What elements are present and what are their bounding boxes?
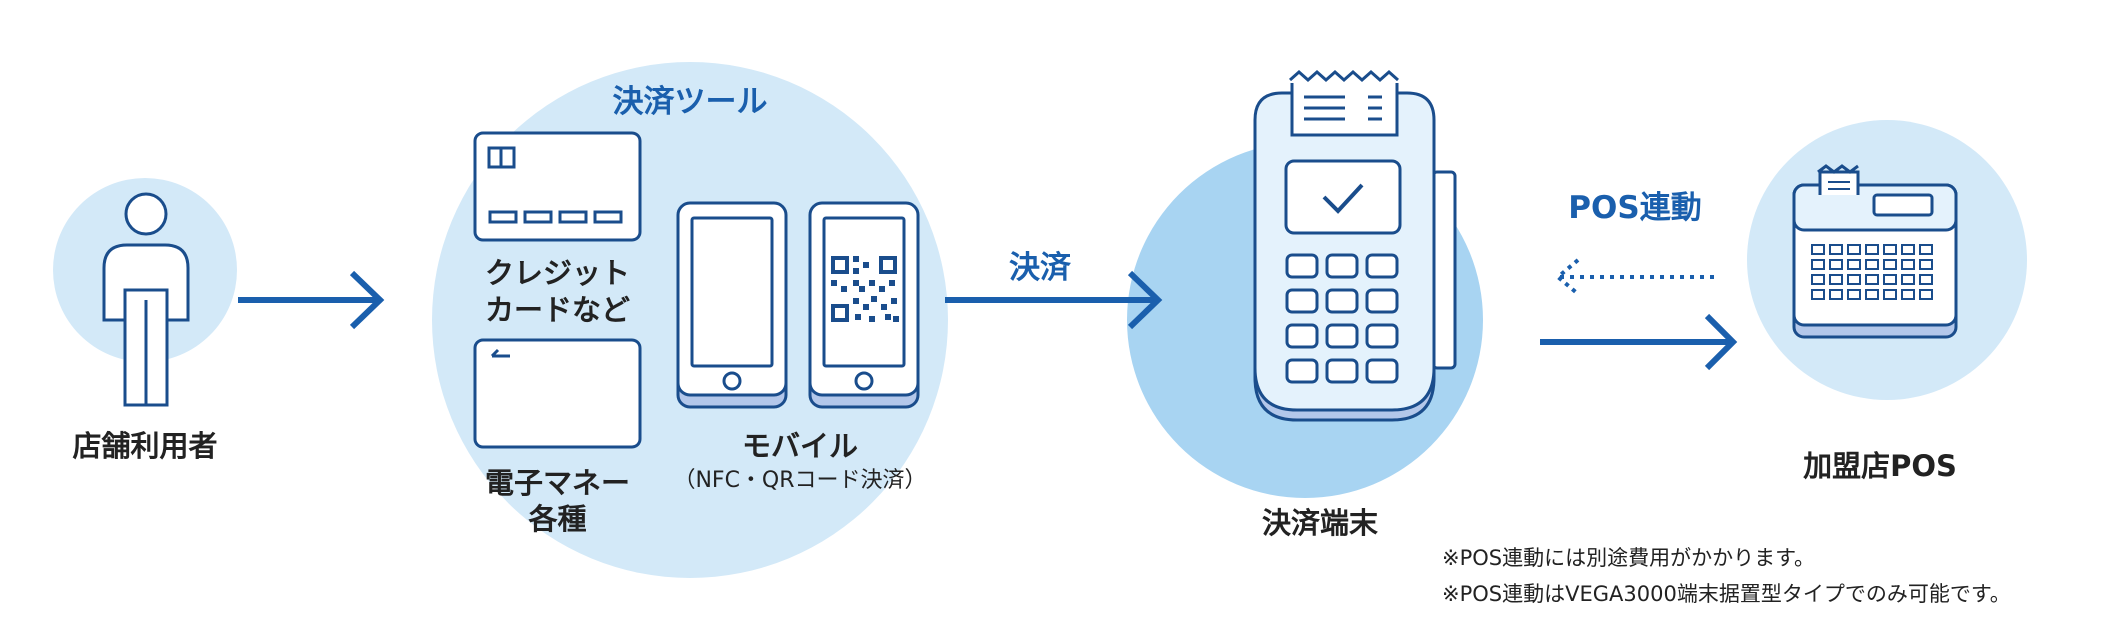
emoney-label-line1: 電子マネー <box>484 466 630 500</box>
qr-code-icon <box>831 256 899 322</box>
credit-card-label-line2: カードなど <box>484 293 630 327</box>
payment-terminal-icon <box>1253 69 1457 422</box>
credit-card-label-line1: クレジット <box>484 256 630 290</box>
emoney-card-icon <box>473 338 642 449</box>
arrow-terminal-to-pos <box>1540 313 1738 371</box>
arrow-user-to-tools <box>238 270 385 330</box>
terminal-label: 決済端末 <box>1261 506 1378 540</box>
note-2: ※POS連動はVEGA3000端末据置型タイプでのみ可能です。 <box>1442 582 2011 606</box>
tools-title: 決済ツール <box>612 84 768 120</box>
payment-label: 決済 <box>1009 250 1071 286</box>
note-1: ※POS連動には別途費用がかかります。 <box>1442 546 1816 570</box>
mobile-sublabel: （NFC・QRコード決済） <box>673 468 927 493</box>
emoney-label-line2: 各種 <box>528 502 587 536</box>
pos-register-icon <box>1792 164 1958 339</box>
person-icon <box>102 192 190 407</box>
dotted-arrow-pos-to-terminal <box>1554 258 1720 296</box>
pos-link-label: POS連動 <box>1568 190 1702 226</box>
arrow-tools-to-terminal <box>945 270 1163 330</box>
smartphone-nfc-icon <box>676 201 788 409</box>
pos-label: 加盟店POS <box>1803 449 1957 483</box>
credit-card-icon <box>473 131 642 242</box>
mobile-label: モバイル <box>741 429 858 463</box>
user-label: 店舗利用者 <box>72 429 218 463</box>
